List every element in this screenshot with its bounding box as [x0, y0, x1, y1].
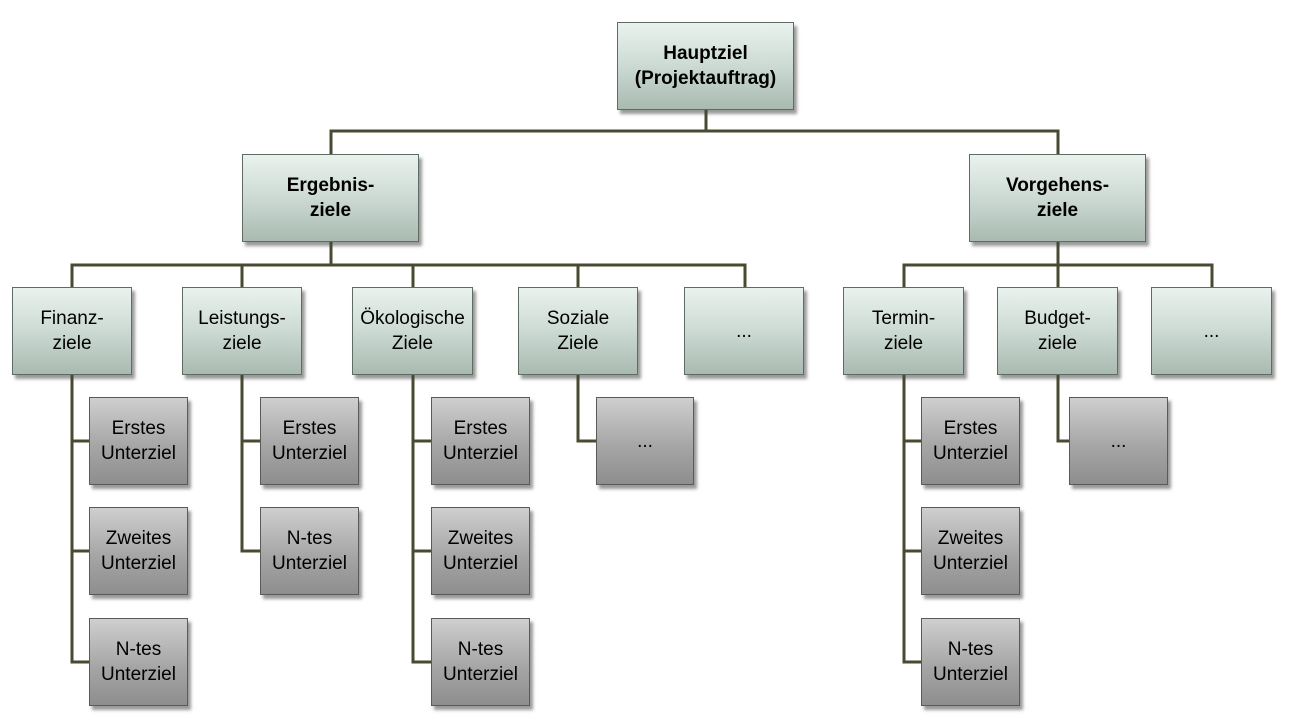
subgoal-box: N-tes Unterziel — [89, 618, 188, 706]
procedure-goals-more-box: ... — [1151, 287, 1272, 375]
box-label-line1: Erstes — [111, 418, 166, 439]
subgoal-box: Zweites Unterziel — [921, 507, 1020, 595]
subgoal-box: Erstes Unterziel — [431, 397, 530, 485]
subgoal-box: ... — [1069, 397, 1168, 485]
box-label-line1: Leistungs- — [198, 308, 286, 329]
result-goals-more-box: ... — [684, 287, 804, 375]
box-label-line1: Erstes — [943, 418, 998, 439]
box-label-line1: Vorgehens- — [1005, 175, 1110, 196]
box-label-line2: Unterziel — [443, 443, 518, 464]
subgoal-box: N-tes Unterziel — [260, 507, 359, 595]
schedule-goals-box: Termin- ziele — [843, 287, 964, 375]
box-label-line2: ziele — [52, 333, 92, 354]
subgoal-box: ... — [596, 397, 694, 485]
box-label-line2: Unterziel — [933, 443, 1008, 464]
subgoal-box: Erstes Unterziel — [921, 397, 1020, 485]
box-label-line1: N-tes — [947, 639, 994, 660]
box-label-line2: ziele — [309, 200, 352, 221]
box-label-line2: Ziele — [557, 333, 599, 354]
box-label-line1: N-tes — [115, 639, 162, 660]
social-goals-box: Soziale Ziele — [518, 287, 638, 375]
box-label-line1: N-tes — [457, 639, 504, 660]
box-label-line1: Ökologische — [360, 308, 465, 329]
subgoal-box: Zweites Unterziel — [89, 507, 188, 595]
box-label-line1: Erstes — [282, 418, 337, 439]
main-goal-box: Hauptziel (Projektauftrag) — [617, 22, 794, 110]
box-label-line1: Budget- — [1024, 308, 1091, 329]
performance-goals-box: Leistungs- ziele — [182, 287, 302, 375]
box-label-line2: ziele — [883, 333, 924, 354]
box-label: ... — [1203, 320, 1220, 342]
financial-goals-box: Finanz- ziele — [12, 287, 132, 375]
subgoal-box: Zweites Unterziel — [431, 507, 530, 595]
box-label-line1: Zweites — [447, 528, 514, 549]
subgoal-box: N-tes Unterziel — [431, 618, 530, 706]
box-label-line2: ziele — [222, 333, 262, 354]
box-label: ... — [1110, 430, 1127, 452]
box-label-line1: N-tes — [286, 528, 333, 549]
box-label-line2: Unterziel — [933, 553, 1008, 574]
box-label-line2: Unterziel — [272, 443, 347, 464]
box-label-line2: ziele — [1036, 200, 1079, 221]
box-label-line2: (Projektauftrag) — [634, 68, 777, 89]
box-label-line1: Hauptziel — [663, 43, 748, 64]
box-label: ... — [736, 320, 752, 342]
subgoal-box: Erstes Unterziel — [89, 397, 188, 485]
subgoal-box: Erstes Unterziel — [260, 397, 359, 485]
box-label-line1: Zweites — [105, 528, 172, 549]
box-label-line2: Unterziel — [933, 664, 1008, 685]
box-label-line2: ziele — [1037, 333, 1078, 354]
box-label-line1: Soziale — [546, 308, 610, 329]
box-label-line2: Unterziel — [101, 664, 176, 685]
box-label-line2: Unterziel — [101, 443, 176, 464]
box-label-line1: Termin- — [871, 308, 936, 329]
box-label-line1: Erstes — [453, 418, 508, 439]
box-label-line2: Unterziel — [443, 664, 518, 685]
result-goals-box: Ergebnis- ziele — [242, 154, 419, 242]
box-label: ... — [637, 430, 653, 452]
box-label-line2: Unterziel — [272, 553, 347, 574]
box-label-line1: Finanz- — [40, 308, 104, 329]
box-label-line2: Unterziel — [101, 553, 176, 574]
box-label-line2: Unterziel — [443, 553, 518, 574]
box-label-line1: Ergebnis- — [286, 175, 375, 196]
budget-goals-box: Budget- ziele — [997, 287, 1118, 375]
box-label-line1: Zweites — [937, 528, 1004, 549]
ecological-goals-box: Ökologische Ziele — [352, 287, 473, 375]
box-label-line2: Ziele — [391, 333, 434, 354]
subgoal-box: N-tes Unterziel — [921, 618, 1020, 706]
procedure-goals-box: Vorgehens- ziele — [969, 154, 1146, 242]
